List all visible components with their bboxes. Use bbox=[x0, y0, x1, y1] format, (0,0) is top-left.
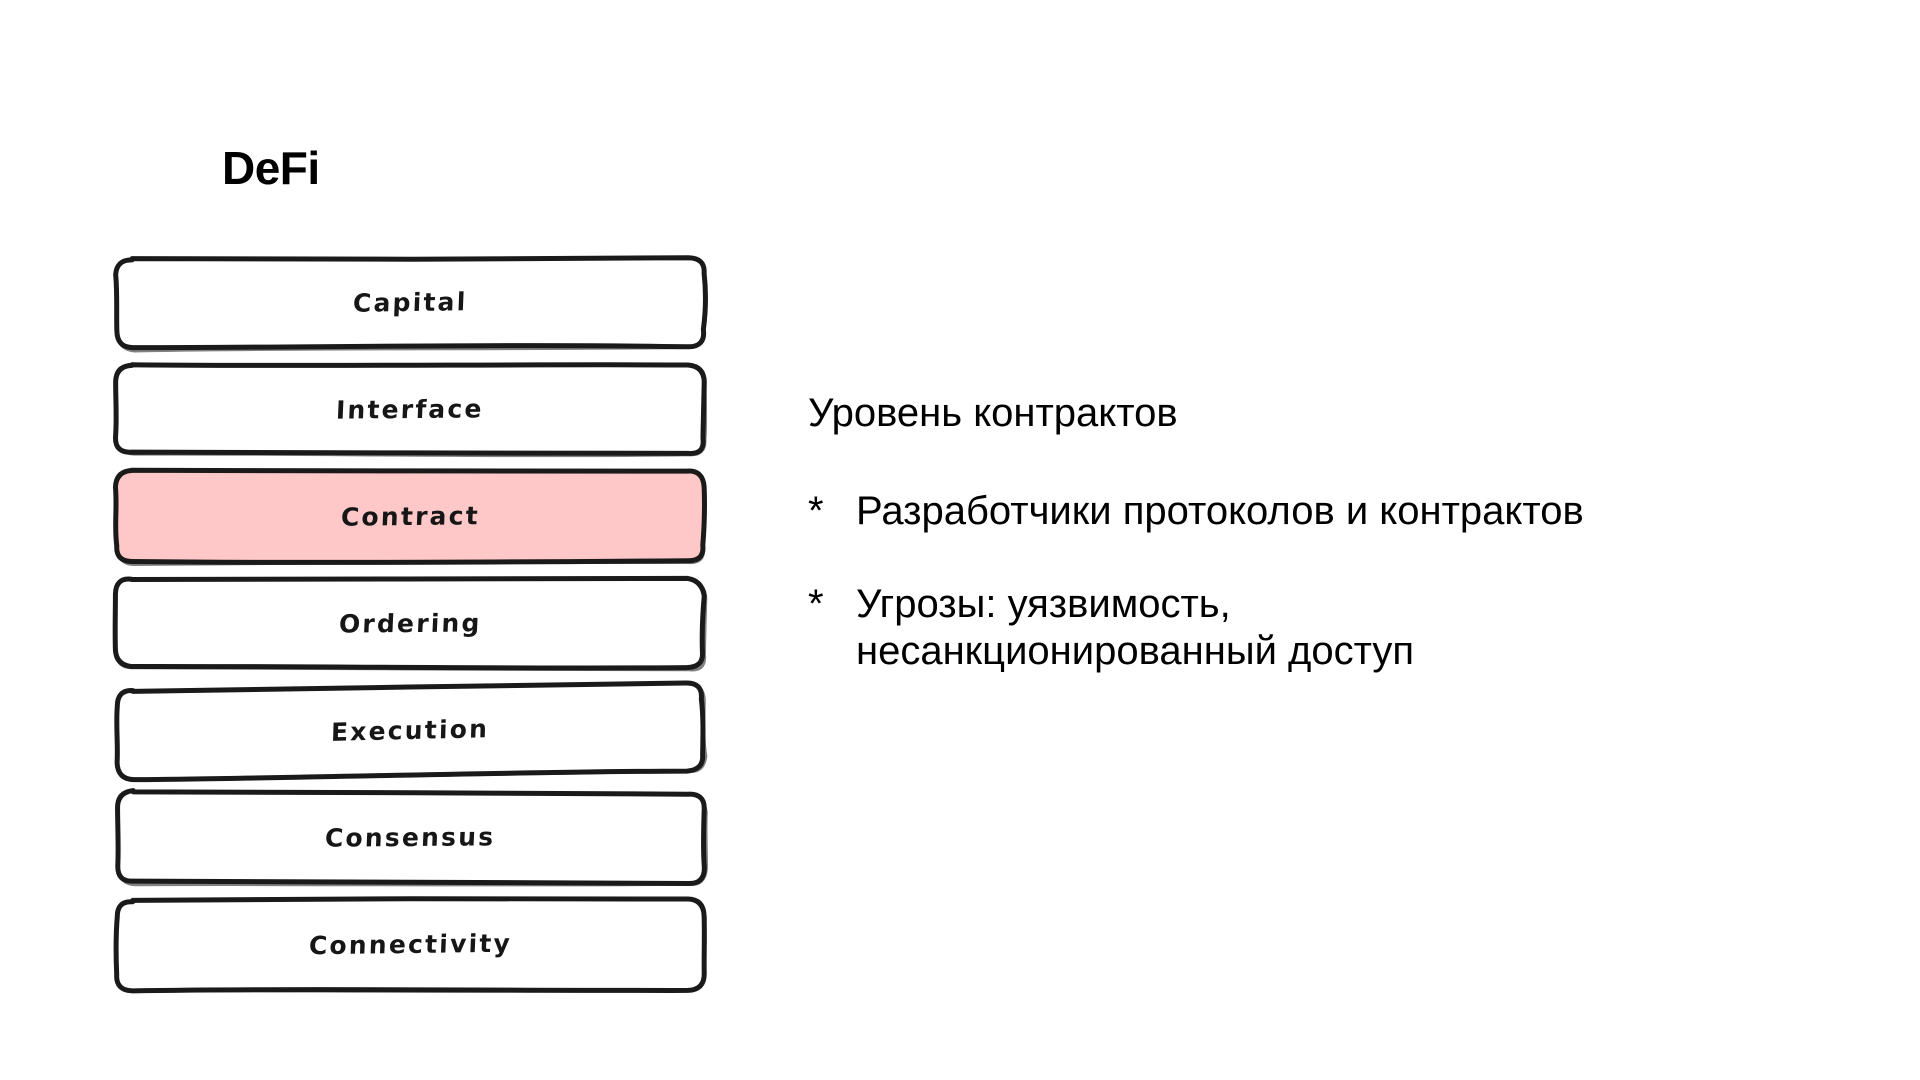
layer-box-outline bbox=[112, 575, 708, 672]
layer-box-connectivity[interactable]: Connectivity bbox=[113, 896, 707, 994]
bullet-marker: * bbox=[808, 489, 824, 533]
layer-box-contract[interactable]: Contract bbox=[112, 467, 707, 566]
layer-box-outline bbox=[113, 896, 707, 994]
notes-bullet-list: * Разработчики протоколов и контрактов * Уг… bbox=[808, 488, 1828, 676]
page-title: DeFi bbox=[222, 142, 320, 194]
layer-label: Interface bbox=[335, 394, 485, 425]
layer-box-capital[interactable]: Capital bbox=[113, 254, 708, 353]
layer-box-execution[interactable]: Execution bbox=[113, 679, 708, 783]
layer-label: Execution bbox=[330, 714, 490, 747]
bullet-item: * Разработчики протоколов и контрактов bbox=[808, 488, 1828, 535]
bullet-text: Разработчики протоколов и контрактов bbox=[856, 489, 1584, 533]
layer-row: Consensus bbox=[114, 788, 708, 887]
notes-panel: Уровень контрактов * Разработчики протоко… bbox=[808, 390, 1828, 722]
layer-row: Connectivity bbox=[113, 896, 707, 994]
layer-box-interface[interactable]: Interface bbox=[113, 361, 708, 458]
layer-row: Execution bbox=[114, 680, 708, 783]
layer-box-ordering[interactable]: Ordering bbox=[112, 575, 708, 672]
layer-box-outline bbox=[113, 362, 708, 458]
bullet-marker: * bbox=[808, 582, 824, 627]
layer-box-outline bbox=[113, 255, 708, 353]
layer-row: Interface bbox=[113, 361, 708, 458]
layer-box-outline bbox=[114, 680, 708, 783]
notes-heading: Уровень контрактов bbox=[808, 391, 1178, 435]
layer-box-outline bbox=[112, 467, 707, 566]
layer-row: Ordering bbox=[112, 575, 708, 672]
layer-box-outline bbox=[115, 788, 708, 887]
layer-label: Consensus bbox=[324, 822, 496, 853]
layer-row: Capital bbox=[113, 254, 708, 353]
layer-label: Ordering bbox=[337, 608, 483, 639]
layer-label: Contract bbox=[339, 501, 481, 532]
layer-box-consensus[interactable]: Consensus bbox=[114, 788, 708, 887]
layer-label: Capital bbox=[352, 287, 468, 318]
bullet-text: Угрозы: уязвимость, несанкционированный … bbox=[856, 582, 1415, 674]
bullet-item: * Угрозы: уязвимость, несанкционированный… bbox=[808, 581, 1828, 675]
layer-row: Contract bbox=[112, 467, 707, 566]
layer-label: Connectivity bbox=[307, 928, 513, 961]
